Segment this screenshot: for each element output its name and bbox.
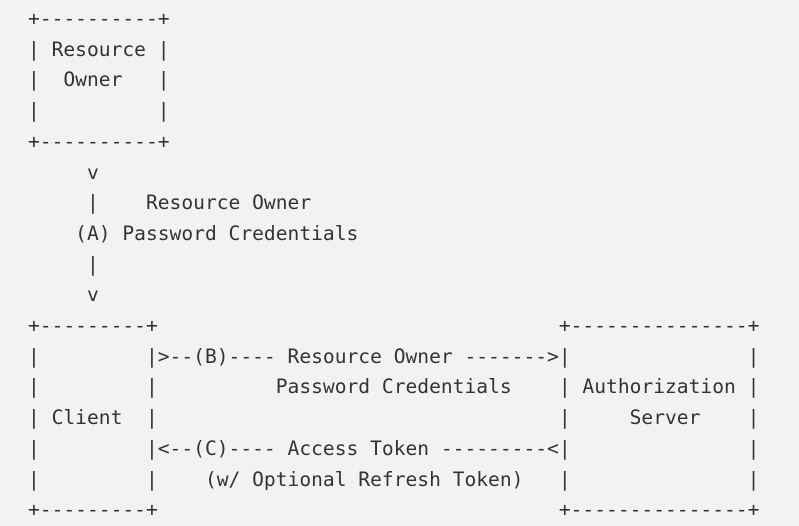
ascii-art-diagram: +----------+ | Resource | | Owner | | | … bbox=[28, 7, 760, 522]
